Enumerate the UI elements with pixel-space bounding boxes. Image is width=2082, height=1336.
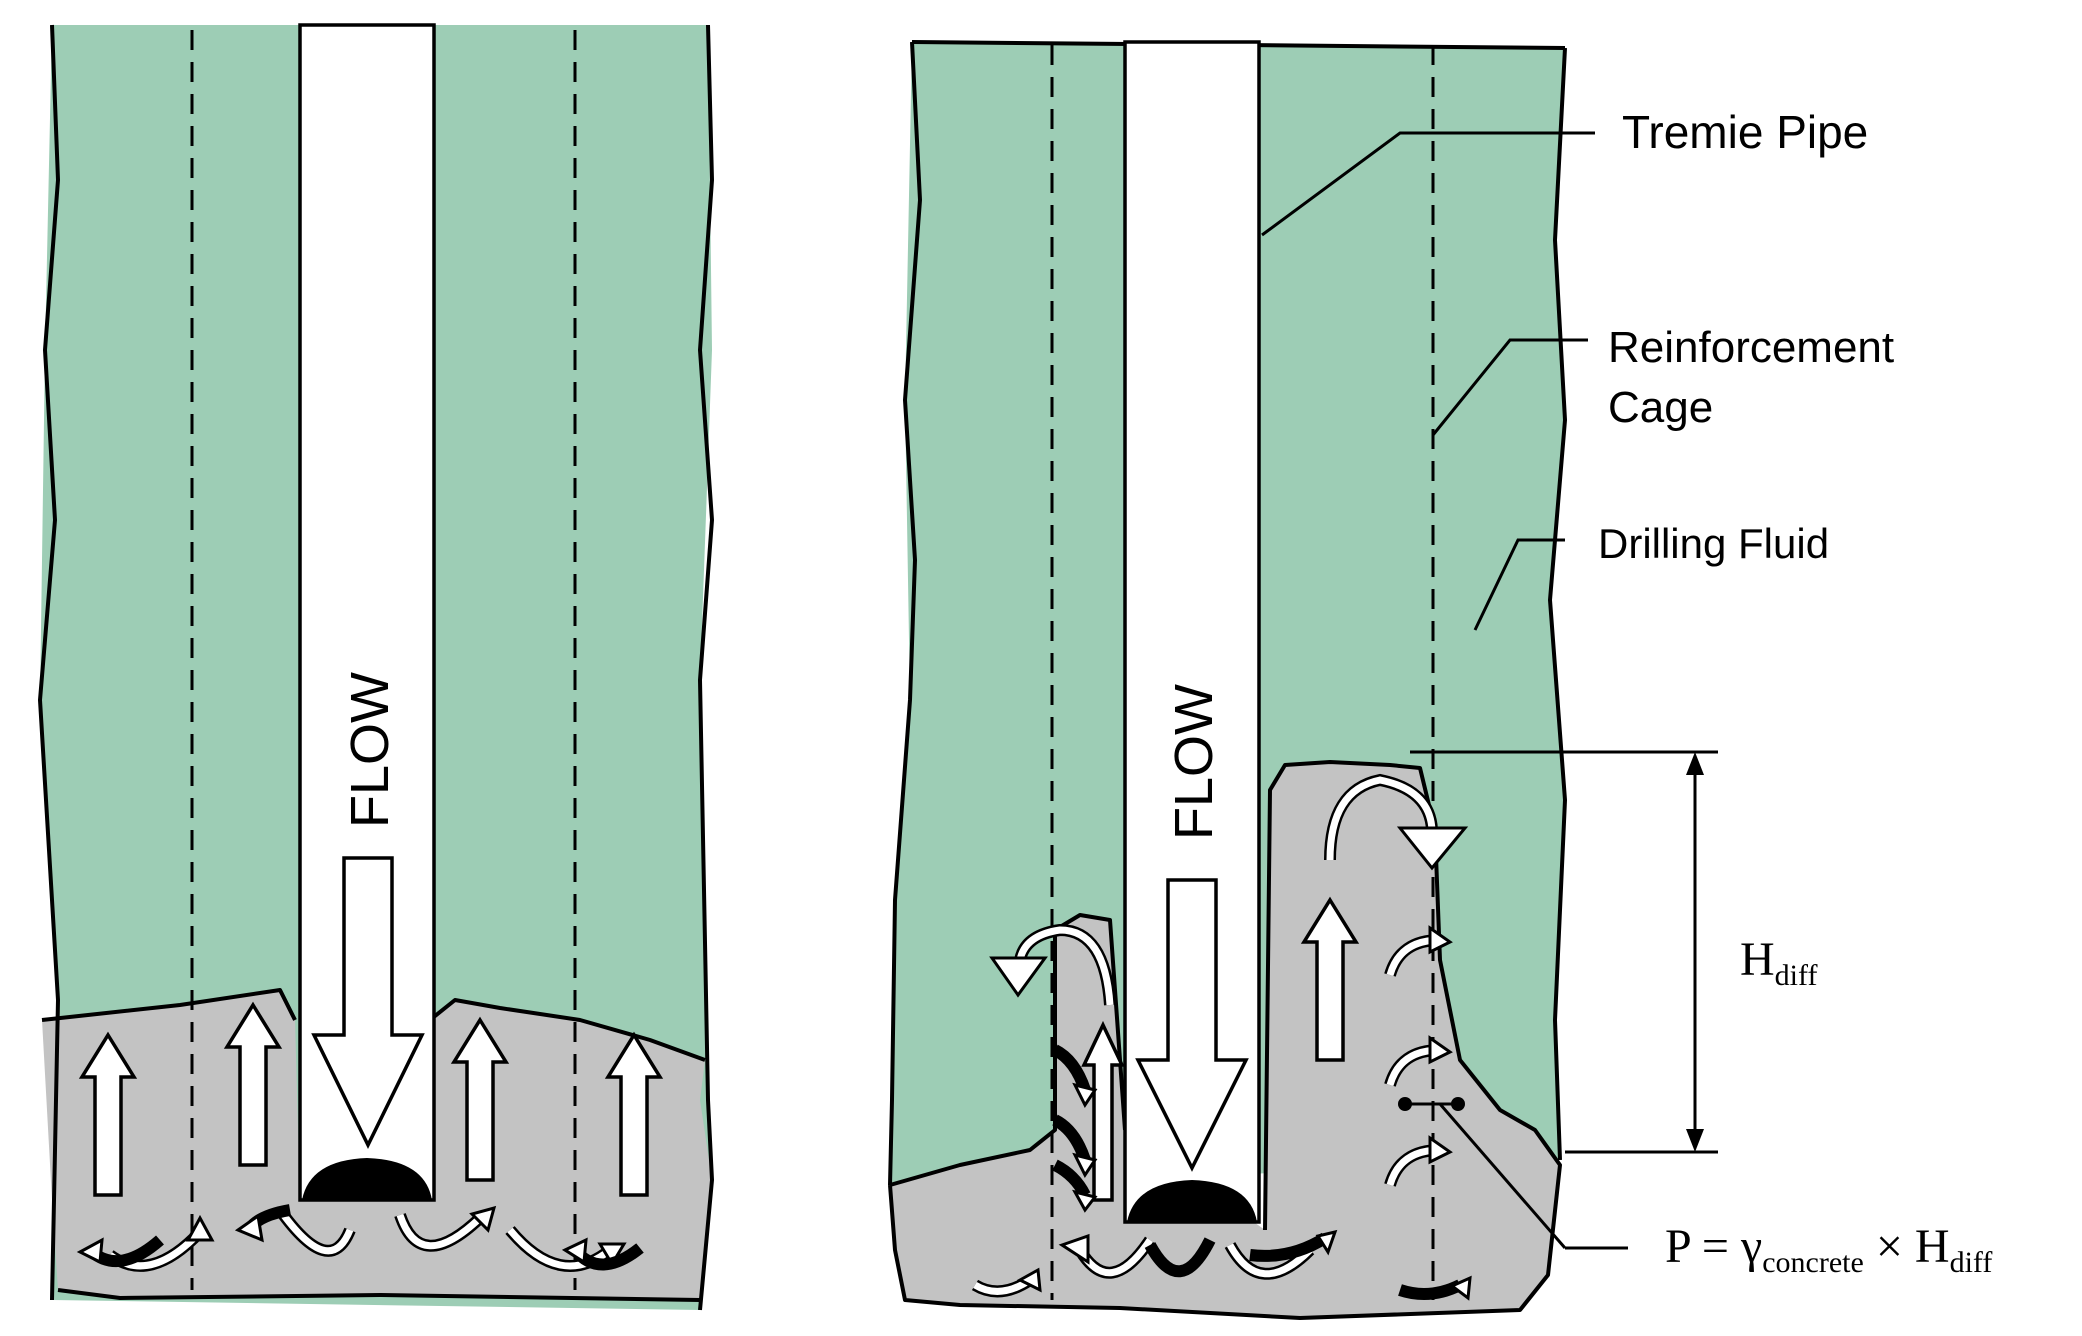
right-borehole-wall-left <box>888 41 922 1186</box>
drilling-fluid-label: Drilling Fluid <box>1598 520 1829 567</box>
reinforcement-cage-leader <box>1431 338 1588 436</box>
right-overflow-curl-arrow <box>1324 773 1469 871</box>
h-diff-label: Hdiff <box>1740 933 1817 992</box>
reinforcement-cage-label-line2: Cage <box>1608 383 1713 432</box>
left-borehole-wall-left <box>38 24 60 1301</box>
h-diff-main: H <box>1740 933 1775 986</box>
formula-h-sub: diff <box>1950 1246 1993 1279</box>
pressure-point-marker <box>1398 1097 1628 1250</box>
right-concrete-plug <box>1127 1180 1257 1222</box>
formula-p: P <box>1665 1220 1690 1273</box>
h-diff-subscript: diff <box>1775 959 1818 992</box>
tremie-pipe-leader <box>1261 131 1595 237</box>
left-borehole-wall-right <box>698 24 714 1311</box>
right-borehole-wall-right <box>1548 47 1567 1161</box>
left-flow-label: FLOW <box>340 672 400 828</box>
reinforcement-cage-label-line1: Reinforcement <box>1608 323 1894 372</box>
left-tremie-pipe <box>298 23 436 1202</box>
right-up-arrow-1 <box>1081 1020 1125 1202</box>
right-flow-arrow <box>1135 878 1249 1172</box>
h-diff-dimension <box>1410 750 1718 1154</box>
right-small-swirls <box>1052 925 1453 1213</box>
right-bottom-swirls <box>971 1229 1472 1301</box>
formula-equals: = <box>1690 1220 1741 1273</box>
left-concrete-bottom <box>57 1288 701 1302</box>
formula-h: H <box>1915 1220 1950 1273</box>
formula-gamma-sub: concrete <box>1762 1246 1864 1279</box>
left-swirl-arrows <box>76 1204 644 1272</box>
drilling-fluid-leader <box>1473 538 1565 631</box>
right-concrete-outline <box>889 913 1127 1187</box>
left-concrete-plug <box>302 1158 432 1200</box>
right-left-curl-arrow <box>989 923 1116 1006</box>
formula-times: × <box>1864 1220 1915 1273</box>
pressure-formula: P = γconcrete × Hdiff <box>1665 1220 1992 1279</box>
left-concrete-surface <box>41 988 297 1022</box>
formula-gamma: γ <box>1740 1220 1762 1273</box>
left-flow-arrow <box>311 856 425 1149</box>
left-panel: FLOW <box>38 23 714 1311</box>
right-panel: FLOW <box>888 40 1718 1320</box>
right-concrete-mound <box>888 760 1562 1320</box>
right-flow-label: FLOW <box>1164 684 1224 840</box>
left-concrete-mass <box>42 990 712 1300</box>
left-concrete-surface-right <box>428 998 706 1062</box>
tremie-pipe-label: Tremie Pipe <box>1622 106 1868 158</box>
